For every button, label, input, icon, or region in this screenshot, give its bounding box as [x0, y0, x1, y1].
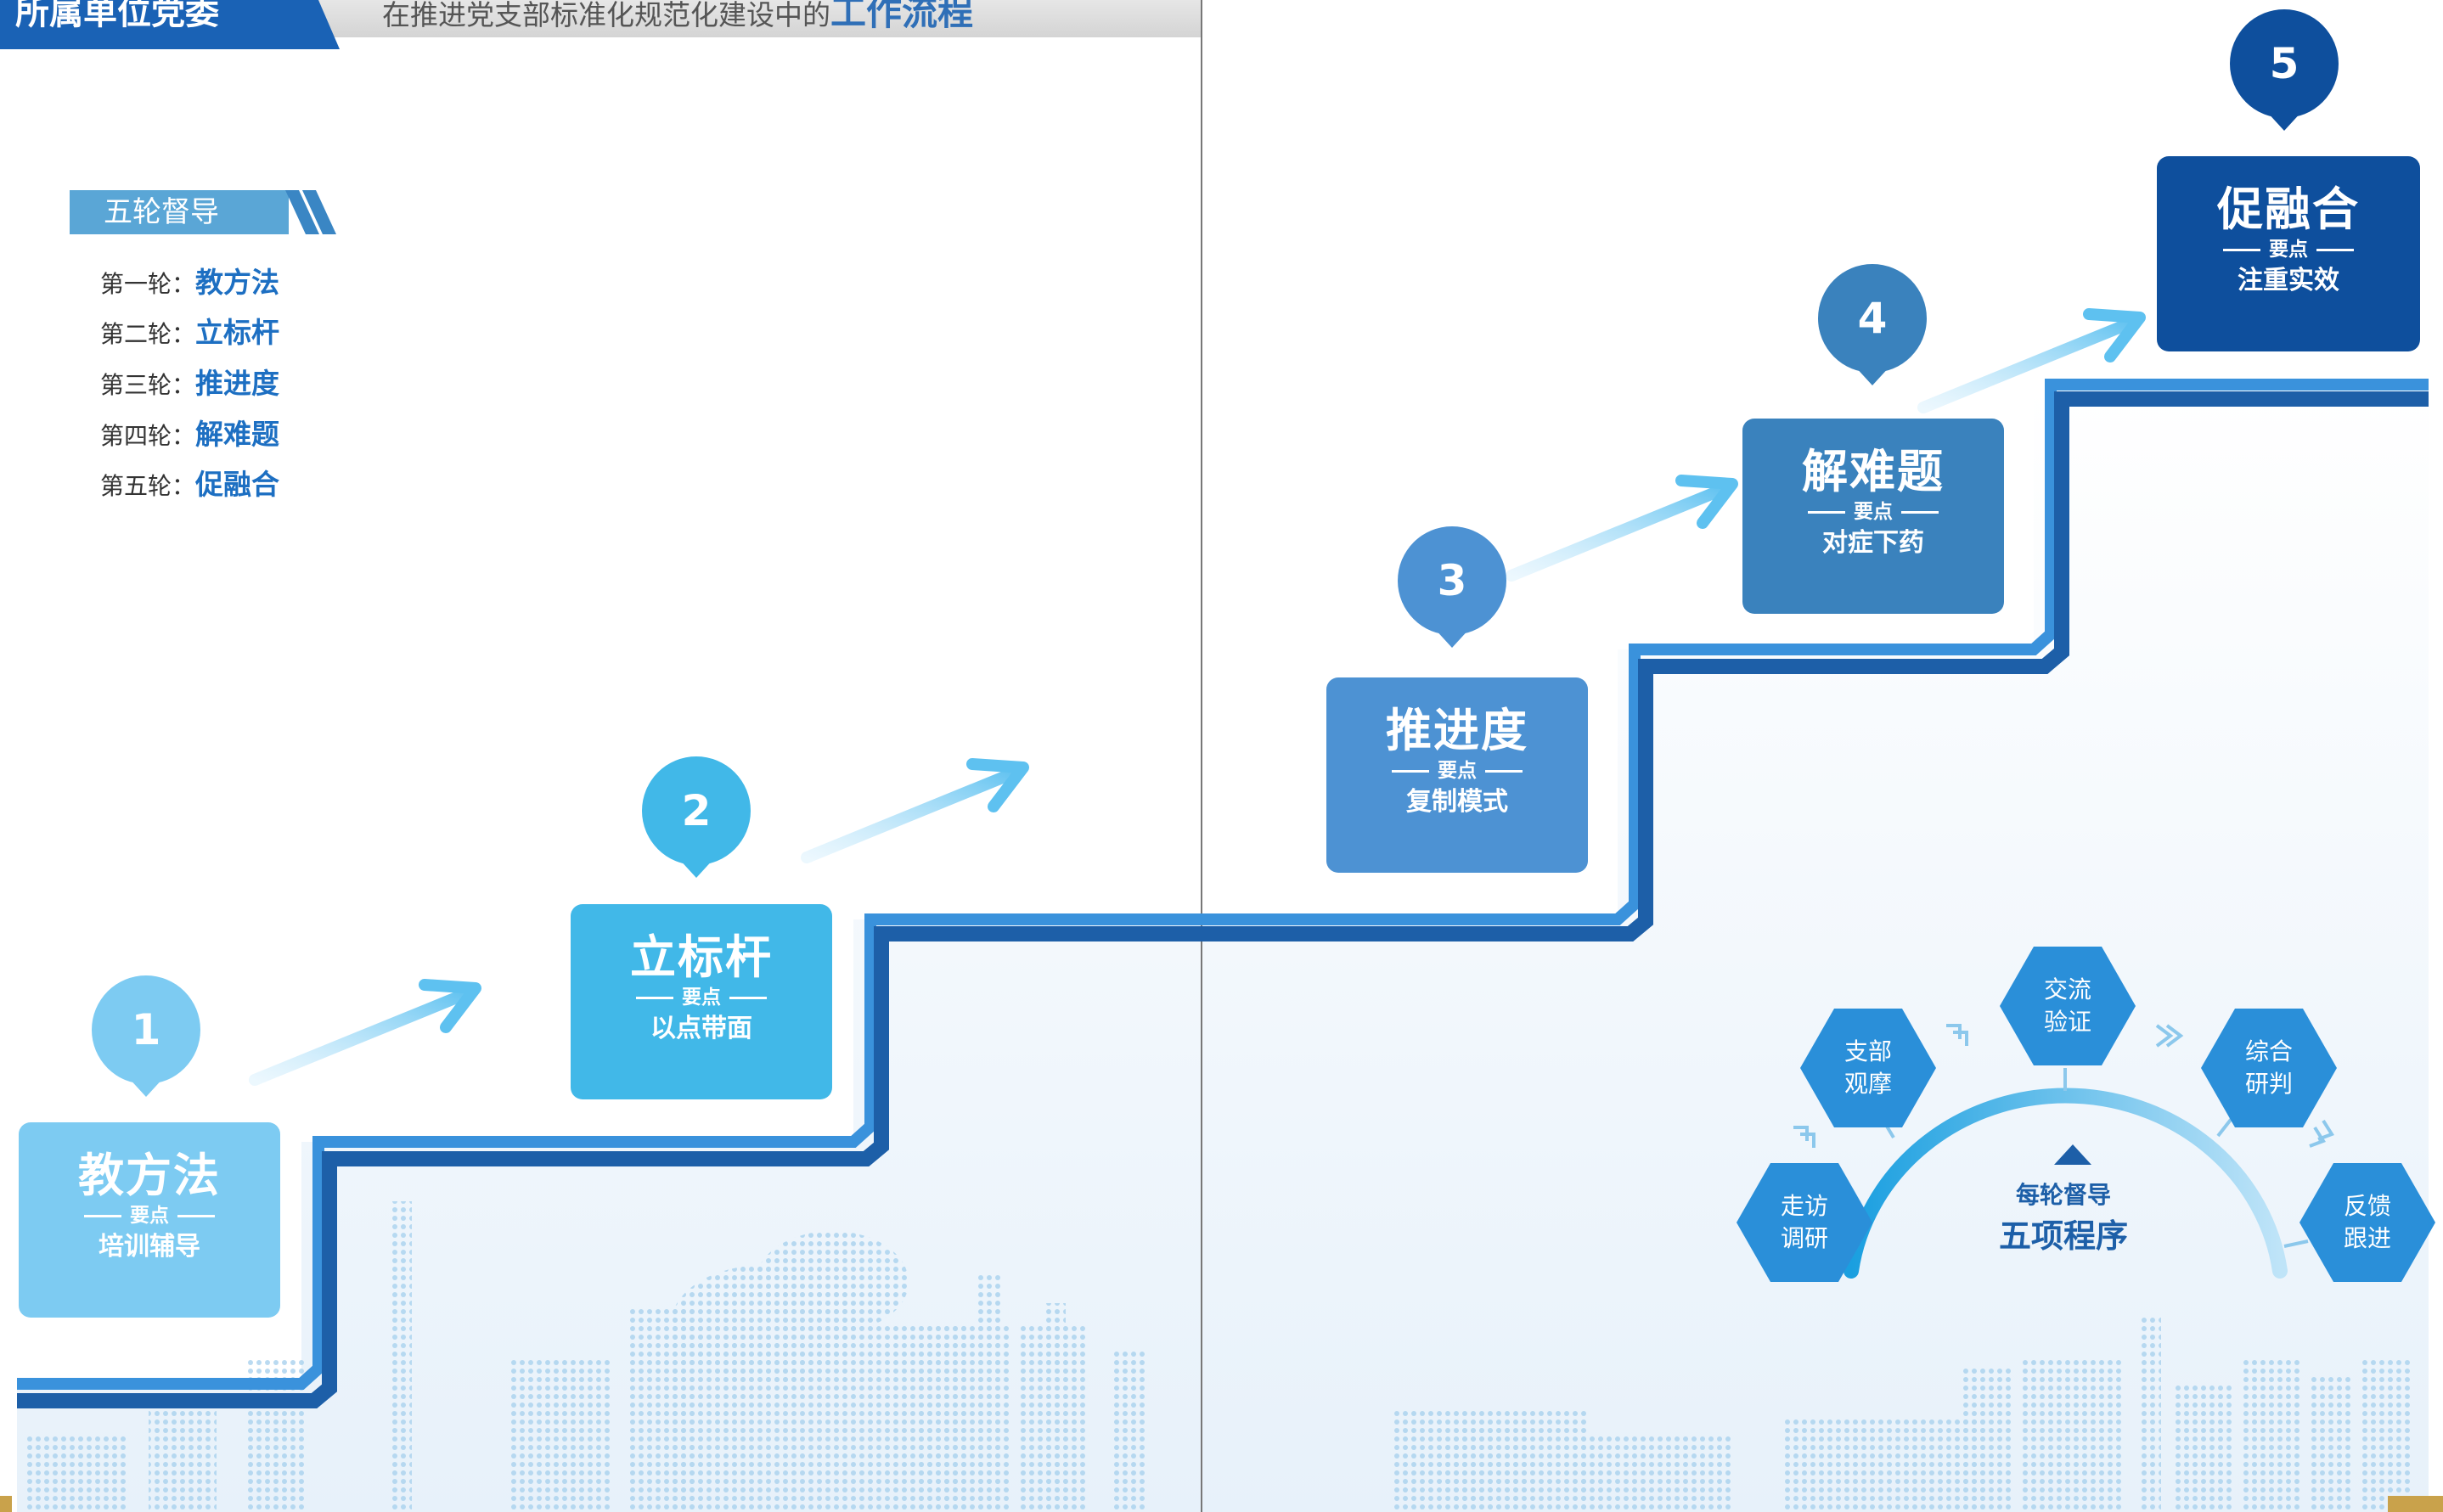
- procedure-item-1: 走访调研: [1780, 1192, 1828, 1252]
- round-item: 第一轮：教方法: [100, 266, 279, 301]
- step-key-label: 要点: [1326, 757, 1588, 784]
- step-detail: 对症下药: [1822, 528, 1924, 558]
- procedure-item-3: 交流验证: [2043, 975, 2091, 1036]
- step-key-label: 要点: [19, 1202, 280, 1229]
- round-prefix: 第四轮：: [100, 422, 196, 450]
- step-number-5: 5: [2269, 39, 2299, 88]
- step-detail: 培训辅导: [99, 1232, 200, 1262]
- step-detail: 注重实效: [2238, 266, 2339, 295]
- step-number-3: 3: [1437, 556, 1467, 605]
- procedure-item-2: 支部观摩: [1844, 1037, 1892, 1098]
- procedure-item-5: 反馈跟进: [2343, 1192, 2391, 1252]
- step-number-4: 4: [1857, 294, 1888, 343]
- progress-arrows: [249, 308, 2146, 1086]
- procedure-item-4: 综合研判: [2244, 1037, 2293, 1098]
- step-detail: 复制模式: [1406, 787, 1508, 817]
- round-item: 第五轮：促融合: [100, 468, 279, 503]
- step-title: 教方法: [78, 1149, 221, 1202]
- step-key-label: 要点: [2157, 236, 2420, 263]
- round-value: 解难题: [195, 418, 280, 451]
- step-box-1: 教方法 要点 培训辅导: [19, 1122, 280, 1318]
- step-title: 推进度: [1386, 704, 1528, 757]
- round-item: 第四轮：解难题: [100, 418, 279, 453]
- unit-label: 所属单位党委: [15, 0, 219, 32]
- procedure-center-line1: 每轮督导: [2015, 1181, 2111, 1209]
- round-value: 推进度: [195, 367, 280, 400]
- stair-top-edge: [17, 379, 2429, 1390]
- round-item: 第三轮：推进度: [100, 367, 279, 402]
- step-number-1: 1: [131, 1005, 161, 1054]
- stair-front-edge: [17, 391, 2429, 1408]
- step-title: 解难题: [1802, 445, 1945, 498]
- subtitle-prefix: 在推进党支部标准化规范化建设中的: [382, 0, 830, 31]
- step-box-5: 促融合 要点 注重实效: [2157, 156, 2420, 351]
- procedure-center-line2: 五项程序: [1998, 1217, 2128, 1255]
- step-number-2: 2: [681, 786, 712, 835]
- step-box-4: 解难题 要点 对症下药: [1742, 419, 2004, 614]
- header-band: [306, 0, 1202, 37]
- round-value: 促融合: [195, 468, 280, 501]
- procedure-hexagons: [1737, 947, 2435, 1282]
- round-prefix: 第一轮：: [100, 270, 196, 298]
- page-subtitle: 在推进党支部标准化规范化建设中的工作流程: [382, 0, 973, 31]
- header-tab: [0, 0, 340, 49]
- step-box-2: 立标杆 要点 以点带面: [571, 904, 832, 1099]
- step-pins: [92, 9, 2339, 1097]
- subtitle-highlight: 工作流程: [830, 0, 974, 33]
- rounds-section-title: 五轮督导: [104, 195, 219, 229]
- procedure-chevrons: [1793, 1024, 2334, 1148]
- step-detail: 以点带面: [650, 1014, 752, 1043]
- round-value: 立标杆: [195, 316, 280, 349]
- procedure-arc: [1844, 1088, 2288, 1279]
- city-skyline: [25, 1201, 2412, 1512]
- round-item: 第二轮：立标杆: [100, 316, 279, 351]
- step-title: 立标杆: [630, 930, 773, 984]
- step-key-label: 要点: [1742, 498, 2004, 526]
- round-prefix: 第三轮：: [100, 371, 196, 399]
- step-box-3: 推进度 要点 复制模式: [1326, 677, 1588, 873]
- step-key-label: 要点: [571, 984, 832, 1011]
- round-prefix: 第二轮：: [100, 320, 196, 348]
- step-title: 促融合: [2217, 183, 2360, 236]
- section-title-bar: [70, 190, 289, 234]
- round-prefix: 第五轮：: [100, 472, 196, 500]
- round-value: 教方法: [195, 266, 280, 299]
